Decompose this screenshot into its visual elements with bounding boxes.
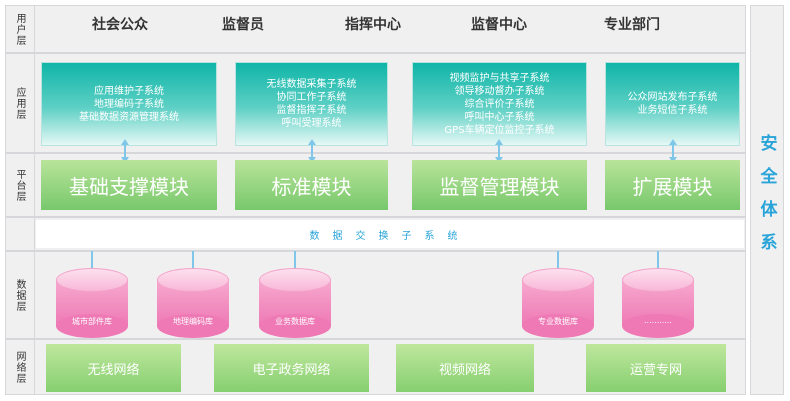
- app-box-maintenance: 应用维护子系统 地理编码子系统 基础数据资源管理系统: [41, 62, 217, 146]
- platform-extension: 扩展模块: [605, 160, 740, 210]
- user-public: 社会公众: [92, 17, 148, 33]
- security-system-column: 安全体系: [750, 5, 784, 395]
- platform-layer-label: 平台层: [14, 168, 25, 202]
- user-layer-label: 用户层: [14, 12, 25, 46]
- platform-supervision: 监督管理模块: [412, 160, 587, 210]
- user-supervision-center: 监督中心: [471, 17, 527, 33]
- network-video: 视频网络: [396, 344, 534, 392]
- db-connector-4: [557, 251, 559, 275]
- connector-2: [311, 141, 313, 162]
- data-exchange-bar: 数据交换子系统: [36, 220, 744, 248]
- db-connector-3: [294, 251, 296, 275]
- connector-1: [124, 141, 126, 162]
- platform-standard: 标准模块: [235, 160, 388, 210]
- user-departments: 专业部门: [604, 17, 660, 33]
- network-layer-label: 网络层: [14, 350, 25, 384]
- arrow-up-1: [121, 139, 129, 145]
- user-supervisor: 监督员: [222, 17, 264, 33]
- application-layer-label: 应用层: [14, 86, 25, 120]
- database-geocode: 地理编码库: [157, 268, 229, 338]
- user-command-center: 指挥中心: [345, 17, 401, 33]
- db-connector-1: [91, 251, 93, 275]
- data-layer-label: 数据层: [14, 278, 25, 312]
- network-operation: 运营专网: [586, 344, 726, 392]
- db-connector-2: [192, 251, 194, 275]
- database-more: ...........: [622, 268, 694, 338]
- connector-3: [498, 141, 500, 162]
- network-e-government: 电子政务网络: [214, 344, 369, 392]
- platform-basic-support: 基础支撑模块: [41, 160, 217, 210]
- app-box-collection: 无线数据采集子系统 协同工作子系统 监督指挥子系统 呼叫受理系统: [235, 62, 388, 146]
- arrow-up-2: [308, 139, 316, 145]
- label-divider: [34, 5, 35, 395]
- arrow-up-4: [669, 139, 677, 145]
- db-connector-5: [657, 251, 659, 275]
- database-business: 业务数据库: [259, 268, 331, 338]
- user-layer-row: [5, 5, 746, 53]
- database-professional: 专业数据库: [522, 268, 594, 338]
- arrow-up-3: [495, 139, 503, 145]
- app-box-website: 公众网站发布子系统 业务短信子系统: [605, 62, 740, 146]
- network-wireless: 无线网络: [46, 344, 181, 392]
- database-city-parts: 城市部件库: [56, 268, 128, 338]
- app-box-video: 视频监护与共享子系统 领导移动督办子系统 综合评价子系统 呼叫中心子系统 GPS…: [412, 62, 587, 146]
- connector-4: [672, 141, 674, 162]
